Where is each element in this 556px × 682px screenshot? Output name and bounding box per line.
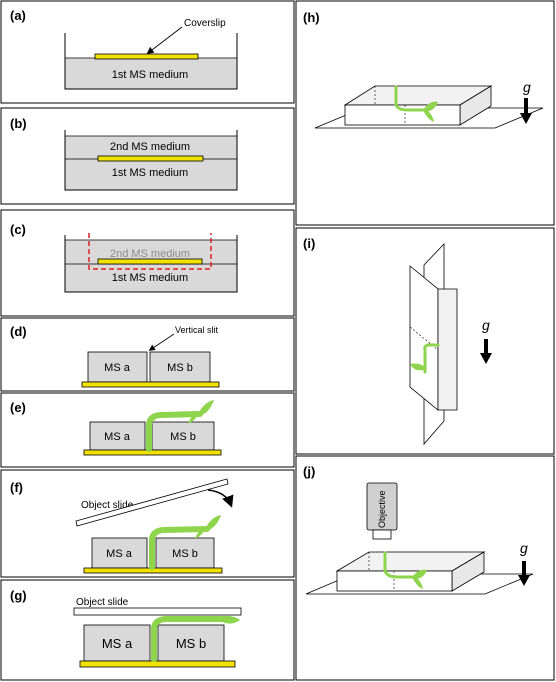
panel-d-label: (d) <box>10 324 27 339</box>
ms-a-block <box>83 624 151 662</box>
panel-c-frame <box>0 209 295 317</box>
medium-1-label: 1st MS medium <box>112 272 188 284</box>
object-slide-tilted <box>75 478 229 527</box>
ms-b-label: MS b <box>170 431 196 443</box>
dish-outline <box>64 130 238 191</box>
object-slide <box>73 607 242 616</box>
panel-b-frame <box>0 107 295 205</box>
panel-a-label: (a) <box>10 8 26 23</box>
object-slide-label: Object slide <box>76 597 129 608</box>
panel-g-frame <box>0 579 295 681</box>
ms-a-label: MS a <box>102 636 133 651</box>
panel-h: (h) g <box>295 0 555 226</box>
objective-label: Objective <box>377 490 387 528</box>
slit-pointer-arrow <box>148 333 175 351</box>
panel-i-label: (i) <box>303 236 315 251</box>
medium-block-side <box>437 288 458 411</box>
panel-h-label: (h) <box>303 10 320 25</box>
medium-block-front <box>336 570 453 592</box>
seedling-root <box>423 343 440 374</box>
panel-b: (b) 2nd MS medium 1st MS medium <box>0 107 295 205</box>
coverslip <box>97 155 204 162</box>
ms-b-block <box>155 537 215 569</box>
vertical-slit-label: Vertical slit <box>175 325 219 335</box>
panel-e-frame <box>0 392 295 468</box>
ms-a-block <box>91 537 148 569</box>
panel-d: (d) Vertical slit MS a MS b <box>0 317 295 392</box>
gravity-arrow-head <box>480 353 492 364</box>
ms-b-block <box>157 624 225 662</box>
panel-e: (e) MS a MS b <box>0 392 295 468</box>
cut-outline-dashed <box>88 233 212 270</box>
panel-j-label: (j) <box>303 464 315 479</box>
medium-block <box>65 136 237 190</box>
medium-1-block <box>65 58 237 89</box>
panel-f-label: (f) <box>10 480 23 495</box>
panel-i-frame <box>295 227 555 455</box>
medium-2-label: 2nd MS medium <box>110 141 190 153</box>
seedling-leaf-2 <box>412 576 423 589</box>
panel-j-frame <box>295 455 555 681</box>
coverslip <box>97 258 203 265</box>
gravity-label: g <box>520 540 528 556</box>
ms-a-block <box>87 351 148 383</box>
object-slide-label: Object slide <box>81 500 134 511</box>
ms-b-label: MS b <box>176 636 206 651</box>
panel-f: (f) Object slide MS a MS b <box>0 469 295 578</box>
coverslip <box>81 381 220 388</box>
panel-j: (j) Objective g <box>295 455 555 681</box>
medium-block <box>65 240 237 292</box>
medium-1-label: 1st MS medium <box>112 167 188 179</box>
seedling-root <box>146 411 203 452</box>
dish-outline <box>64 33 238 90</box>
coverslip <box>94 53 199 60</box>
coverslip-pointer-arrow <box>146 26 183 55</box>
ms-b-label: MS b <box>172 548 198 560</box>
medium-1-label: 1st MS medium <box>112 69 188 81</box>
seedling-leaf <box>423 101 438 112</box>
panel-g: (g) Object slide MS a MS b <box>0 579 295 681</box>
seedling-root <box>151 616 229 662</box>
panel-e-label: (e) <box>10 400 26 415</box>
seedling-leaf-up <box>198 400 214 416</box>
objective-lens <box>372 529 392 540</box>
seedling-leaf <box>222 616 240 624</box>
medium-block-face <box>409 265 439 411</box>
panel-c-label: (c) <box>10 222 26 237</box>
coverslip <box>83 449 222 456</box>
panel-c: (c) 2nd MS medium 1st MS medium <box>0 209 295 317</box>
coverslip <box>79 660 236 668</box>
panel-a: (a) Coverslip 1st MS medium <box>0 0 295 104</box>
lowering-arrow <box>207 489 234 508</box>
seedling-leaf-down <box>188 413 198 424</box>
dish-outline <box>64 235 238 293</box>
panel-i: (i) g <box>295 227 555 455</box>
seedling-leaf-2 <box>423 109 434 122</box>
seedling-root <box>383 551 416 579</box>
medium-2-label: 2nd MS medium <box>110 248 190 260</box>
coverslip-label: Coverslip <box>184 18 226 29</box>
panel-d-frame <box>0 317 295 392</box>
seedling-leaf <box>410 363 426 371</box>
gravity-label: g <box>482 317 490 333</box>
panel-h-frame <box>295 0 555 226</box>
panel-a-frame <box>0 0 295 104</box>
ms-b-label: MS b <box>167 362 193 374</box>
panel-f-frame <box>0 469 295 578</box>
ms-a-label: MS a <box>104 362 131 374</box>
panel-g-label: (g) <box>10 588 27 603</box>
seedling-leaf <box>412 569 427 580</box>
gravity-arrow-head <box>520 113 532 124</box>
gravity-arrow-head <box>518 575 530 586</box>
panel-b-label: (b) <box>10 116 27 131</box>
gravity-label: g <box>523 79 531 95</box>
seedling-root <box>394 85 427 112</box>
seedling-leaf-down <box>195 528 205 539</box>
ms-a-label: MS a <box>106 548 133 560</box>
seedling-root <box>149 526 210 570</box>
ms-a-label: MS a <box>104 431 131 443</box>
ms-b-block <box>149 351 211 383</box>
seedling-leaf-up <box>205 515 221 531</box>
